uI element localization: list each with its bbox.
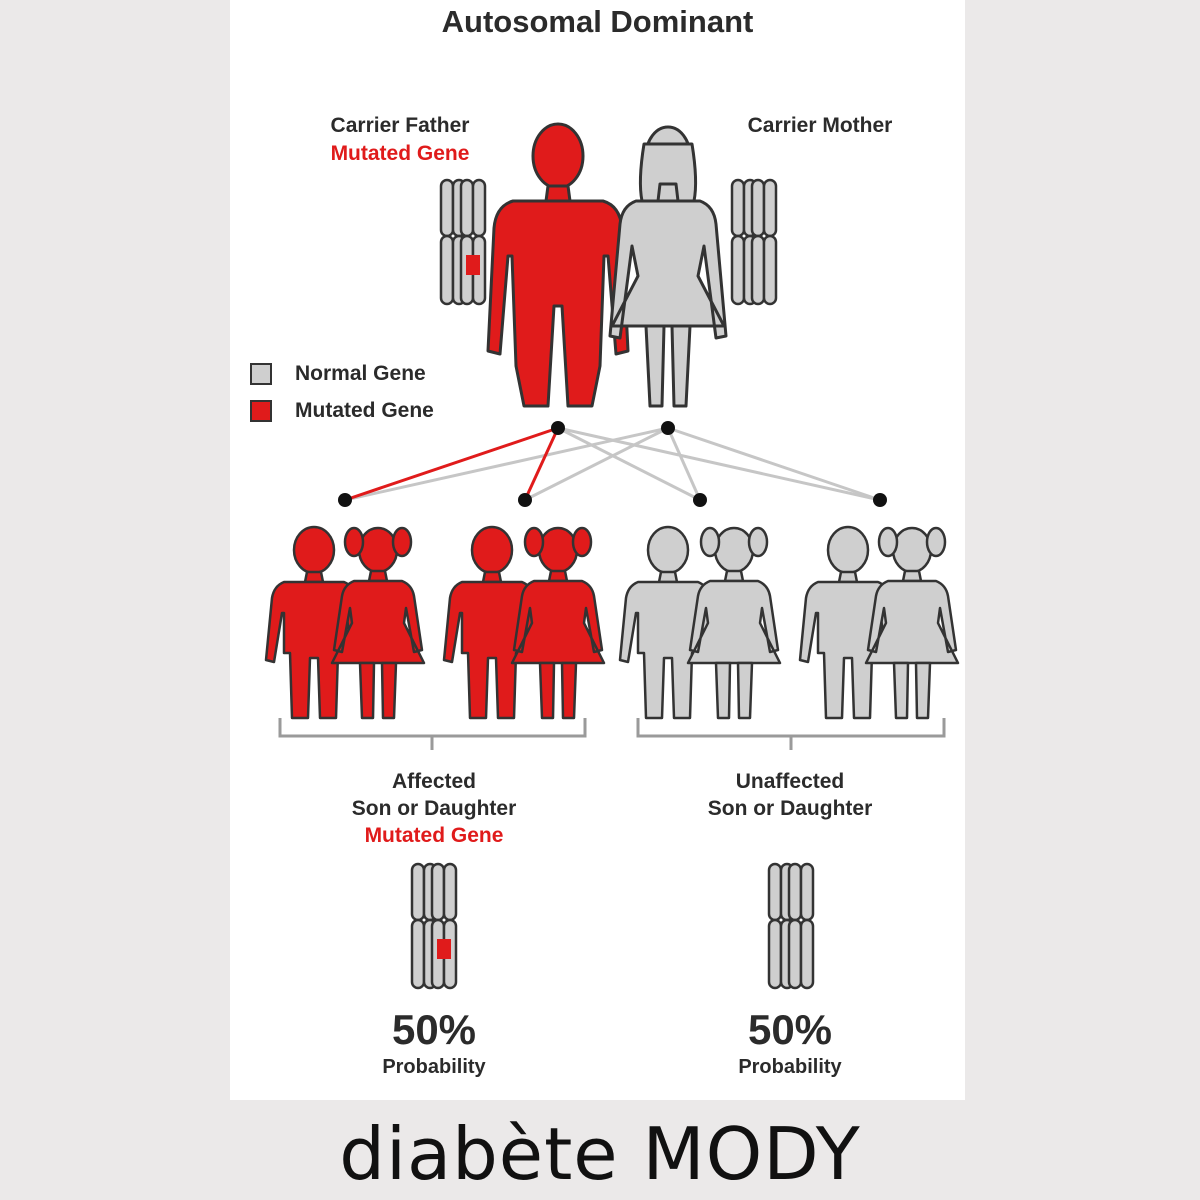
legend-normal-label: Normal Gene xyxy=(295,362,426,385)
mother-chromosome-pair xyxy=(730,178,778,306)
unaffected-label: Unaffected Son or Daughter xyxy=(640,768,940,822)
unaffected-percent: 50% xyxy=(747,1006,833,1053)
unaffected-label-line1: Unaffected xyxy=(735,770,845,793)
affected-daughter-2 xyxy=(510,526,606,720)
connection-nodes xyxy=(338,421,887,507)
mother-figure xyxy=(608,125,728,408)
father-label-line1: Carrier Father xyxy=(330,114,470,137)
unaffected-probability-label: Probability xyxy=(738,1056,842,1078)
caption: diabète MODY xyxy=(339,1112,861,1196)
affected-label-line2: Son or Daughter xyxy=(351,797,517,820)
affected-chromosome-pair xyxy=(410,862,458,990)
affected-percent: 50% xyxy=(391,1006,477,1053)
affected-label: Affected Son or Daughter Mutated Gene xyxy=(284,768,584,849)
unaffected-daughter-1 xyxy=(686,526,782,720)
mother-label: Carrier Mother xyxy=(710,112,930,140)
unaffected-label-line2: Son or Daughter xyxy=(707,797,873,820)
legend-mutated-label: Mutated Gene xyxy=(295,399,434,422)
legend-mutated-swatch xyxy=(250,400,272,422)
unaffected-chromosome-pair xyxy=(767,862,815,990)
mother-label-line1: Carrier Mother xyxy=(747,114,893,137)
gray-connection-lines xyxy=(344,426,881,502)
red-connection-lines xyxy=(344,426,560,502)
affected-label-line3: Mutated Gene xyxy=(364,824,504,847)
affected-probability-label: Probability xyxy=(382,1056,486,1078)
affected-label-line1: Affected xyxy=(391,770,476,793)
father-label: Carrier Father Mutated Gene xyxy=(290,112,510,168)
father-label-line2: Mutated Gene xyxy=(330,142,470,165)
affected-bracket xyxy=(278,718,587,750)
diagram-title: Autosomal Dominant xyxy=(441,4,754,39)
unaffected-daughter-2 xyxy=(864,526,960,720)
unaffected-bracket xyxy=(636,718,946,750)
affected-daughter-1 xyxy=(330,526,426,720)
legend-normal-swatch xyxy=(250,363,272,385)
father-chromosome-pair xyxy=(439,178,487,306)
